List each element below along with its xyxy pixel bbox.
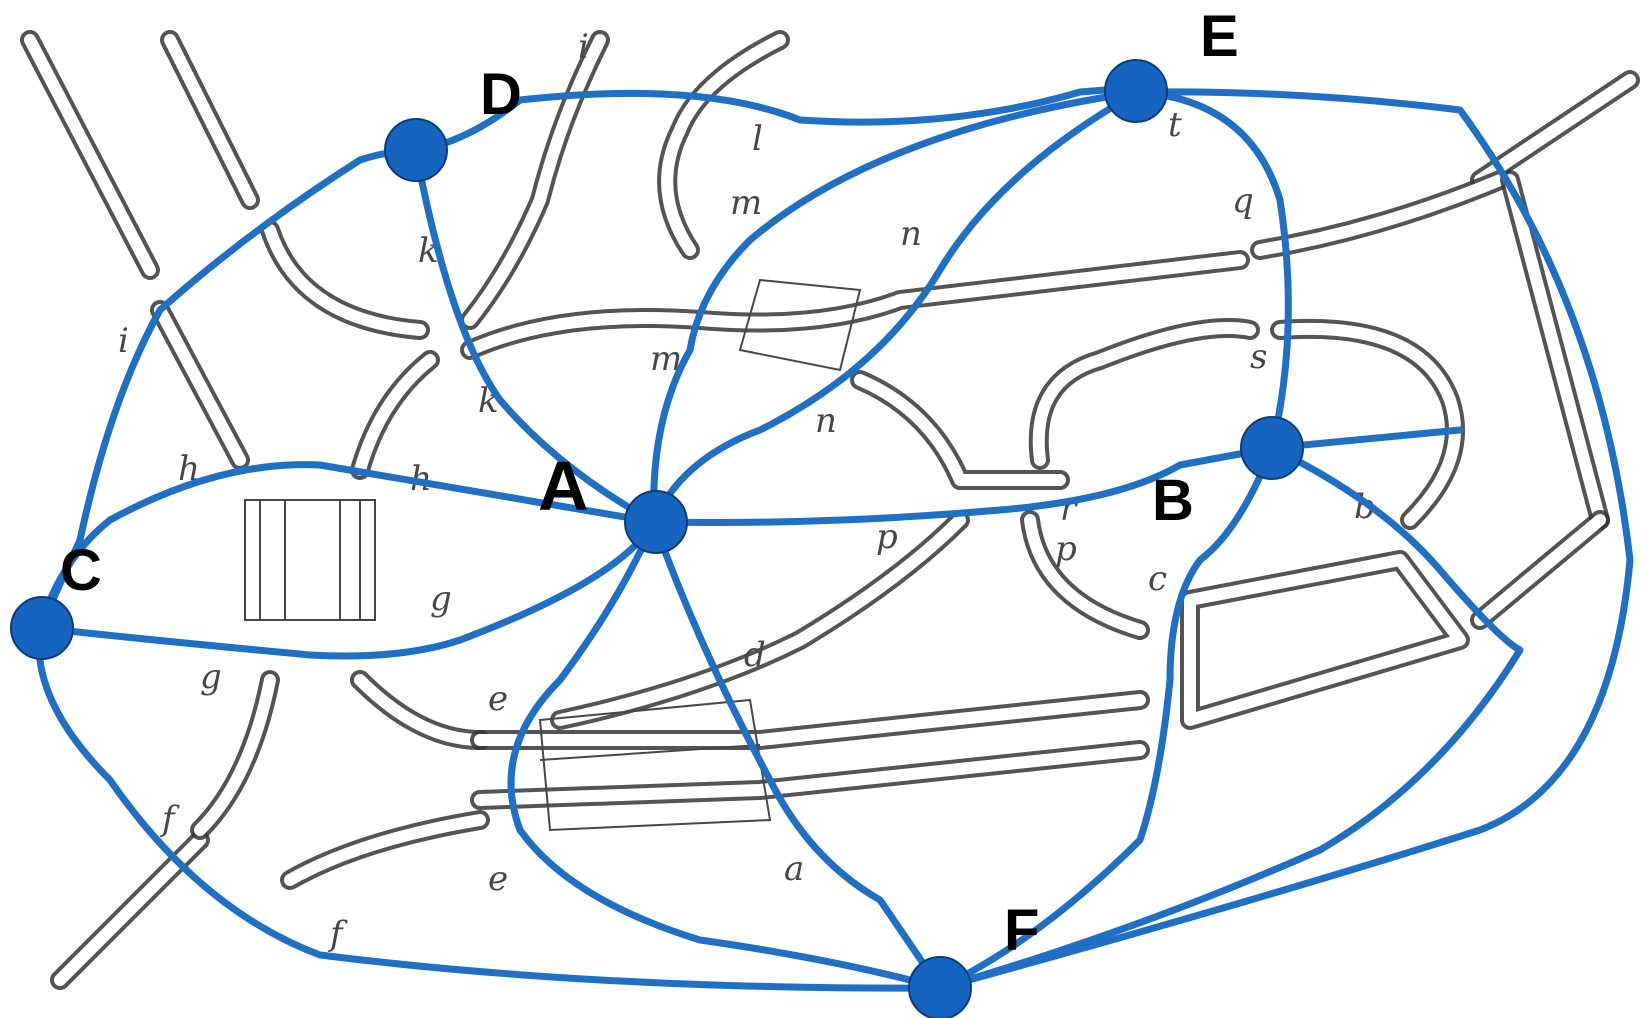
map-letter: f bbox=[327, 914, 348, 954]
map-street bbox=[1032, 322, 1256, 466]
map-street bbox=[354, 674, 486, 746]
map-letter: g bbox=[430, 579, 452, 619]
map-letter: s bbox=[1250, 337, 1267, 377]
node-f bbox=[908, 956, 972, 1018]
edge-d-a bbox=[412, 148, 658, 526]
map-street bbox=[194, 674, 276, 836]
map-street bbox=[661, 34, 786, 256]
map-building bbox=[244, 499, 376, 621]
edge-e-a-2 bbox=[650, 88, 1142, 526]
edge-b-f-1 bbox=[936, 444, 1276, 992]
map-letter: e bbox=[488, 679, 508, 719]
map-letter: a bbox=[784, 849, 804, 889]
map-street bbox=[164, 34, 256, 206]
map-letter: c bbox=[1148, 559, 1167, 599]
edge-e-b bbox=[1134, 88, 1292, 452]
map-street bbox=[354, 354, 436, 476]
node-c bbox=[10, 596, 74, 660]
node-label-e: E bbox=[1200, 4, 1239, 69]
edge-a-f-2 bbox=[650, 518, 944, 992]
node-b bbox=[1240, 416, 1304, 480]
graph-nodes bbox=[10, 59, 1304, 1018]
map-street bbox=[1474, 74, 1636, 186]
map-street bbox=[1474, 514, 1606, 626]
edge-e-a-1 bbox=[650, 88, 1142, 526]
edge-a-f-1 bbox=[507, 518, 944, 992]
map-letter: l bbox=[752, 119, 763, 159]
map-building bbox=[738, 278, 862, 372]
map-street bbox=[1504, 174, 1606, 526]
edge-a-b bbox=[650, 444, 1276, 526]
map-street bbox=[550, 510, 970, 730]
map-letter: h bbox=[178, 449, 200, 489]
edge-d-c bbox=[36, 148, 420, 632]
map-street bbox=[1274, 322, 1461, 526]
node-e bbox=[1104, 59, 1168, 123]
map-letter: n bbox=[815, 401, 837, 441]
map-street bbox=[474, 744, 1146, 806]
map-letter: i bbox=[118, 321, 129, 361]
node-label-f: F bbox=[1004, 898, 1039, 963]
map-street bbox=[284, 814, 486, 886]
map-letter: f bbox=[159, 799, 180, 839]
map-letter: p bbox=[1055, 529, 1077, 569]
graph-labels: D E A B C F bbox=[60, 4, 1239, 963]
map-street bbox=[24, 34, 156, 276]
map-letter: e bbox=[488, 859, 508, 899]
edge-d-e bbox=[416, 84, 1134, 154]
map-street bbox=[1024, 514, 1146, 636]
map-street bbox=[554, 514, 966, 726]
map-letter: i bbox=[578, 27, 589, 67]
node-label-a: A bbox=[538, 447, 589, 525]
map-street bbox=[154, 304, 246, 466]
node-label-b: B bbox=[1152, 468, 1194, 533]
map-street bbox=[854, 374, 1066, 486]
map-letter: m bbox=[730, 183, 762, 223]
graph-edges bbox=[35, 84, 1634, 992]
node-a bbox=[624, 490, 688, 554]
map-building bbox=[538, 698, 772, 832]
edge-b-f-2 bbox=[936, 444, 1524, 992]
map-letter: q bbox=[1232, 181, 1254, 221]
map-letter: n bbox=[900, 214, 922, 254]
node-label-c: C bbox=[60, 538, 102, 603]
map-letter: t bbox=[1168, 105, 1182, 145]
edge-c-a-1 bbox=[36, 461, 658, 632]
map-street bbox=[1254, 174, 1506, 256]
node-label-d: D bbox=[480, 62, 522, 127]
map-street bbox=[474, 694, 1146, 746]
edge-c-f bbox=[35, 624, 944, 992]
map-letter: r bbox=[1060, 489, 1078, 529]
edge-e-f bbox=[936, 88, 1634, 992]
map-letter: g bbox=[200, 657, 222, 697]
map-street bbox=[1184, 554, 1466, 726]
map-letter: p bbox=[876, 517, 898, 557]
map-street bbox=[464, 34, 606, 326]
map-letter: d bbox=[744, 635, 766, 675]
node-d bbox=[384, 118, 448, 182]
map-hatch-line bbox=[539, 744, 761, 761]
map-street bbox=[264, 224, 426, 336]
edge-c-a-2 bbox=[36, 518, 658, 660]
